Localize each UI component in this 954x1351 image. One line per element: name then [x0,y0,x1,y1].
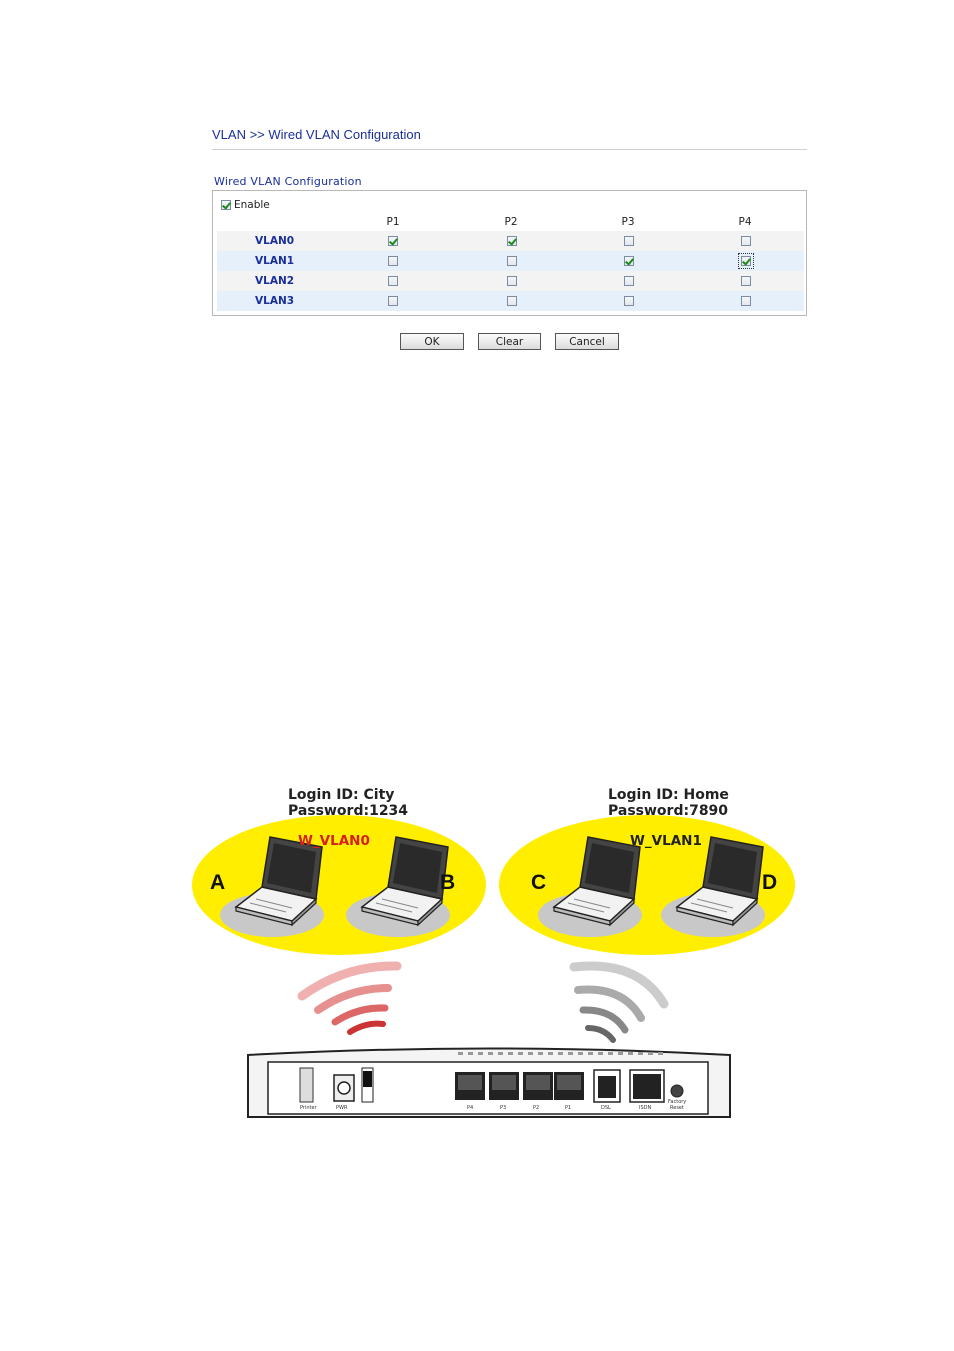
section-title: Wired VLAN Configuration [214,175,362,188]
checkbox-vlan2-p1[interactable] [388,276,398,286]
vlan-row-vlan3: VLAN3 [217,291,804,311]
checkbox-vlan1-p4[interactable] [738,253,754,269]
password-home: Password:7890 [608,803,729,819]
cancel-button[interactable]: Cancel [555,333,619,350]
vlan-row-label: VLAN2 [255,275,295,287]
login-id-city: Login ID: City [288,787,395,803]
checkbox-vlan0-p1[interactable] [388,236,398,246]
pwr-label: PWR [336,1105,348,1111]
client-d-label: D [762,871,778,894]
factory-reset-label-1: Factory [668,1099,686,1105]
vlan-row-label: VLAN1 [255,255,295,267]
vlan-row-vlan1: VLAN1 [217,251,804,271]
password-city: Password:1234 [288,803,409,819]
port-p4-label: P4 [467,1105,473,1111]
ok-button[interactable]: OK [400,333,464,350]
enable-checkbox[interactable] [221,200,231,210]
client-b-label: B [440,871,456,894]
breadcrumb: VLAN >> Wired VLAN Configuration [212,127,421,142]
vlan-config-panel: Enable P1 P2 P3 P4 VLAN0 VLAN1 VLAN2 VLA… [212,190,807,316]
client-a-label: A [210,871,226,894]
factory-reset-label-2: Reset [670,1105,684,1111]
checkbox-vlan2-p4[interactable] [741,276,751,286]
vlan-row-vlan2: VLAN2 [217,271,804,291]
port-p2-label: P2 [533,1105,539,1111]
wireless-waves-right-icon [569,961,669,1043]
isdn-label: ISDN [639,1105,651,1111]
port-p3-label: P3 [500,1105,506,1111]
checkbox-vlan2-p3[interactable] [624,276,634,286]
checkbox-vlan3-p1[interactable] [388,296,398,306]
router-rear-panel [247,1047,731,1118]
checkbox-vlan3-p4[interactable] [741,296,751,306]
enable-label: Enable [234,199,270,211]
checkbox-vlan1-p2[interactable] [507,256,517,266]
column-header-p3: P3 [621,216,635,228]
checkbox-vlan3-p3[interactable] [624,296,634,306]
login-id-home: Login ID: Home [608,787,729,803]
dsl-label: DSL [601,1105,611,1111]
port-p1-label: P1 [565,1105,571,1111]
vlan1-label: W_VLAN1 [630,833,702,849]
checkbox-vlan0-p2[interactable] [507,236,517,246]
column-header-p1: P1 [386,216,400,228]
printer-port-label: Printer [300,1105,318,1111]
vlan-row-vlan0: VLAN0 [217,231,804,251]
wireless-waves-left-icon [297,961,402,1035]
vlan-row-label: VLAN0 [255,235,295,247]
vlan-row-label: VLAN3 [255,295,295,307]
checkbox-vlan0-p3[interactable] [624,236,634,246]
column-header-p2: P2 [504,216,518,228]
column-header-p4: P4 [738,216,752,228]
checkbox-vlan0-p4[interactable] [741,236,751,246]
checkbox-vlan1-p1[interactable] [388,256,398,266]
checkbox-vlan3-p2[interactable] [507,296,517,306]
title-divider [212,149,807,150]
enable-row: Enable [221,198,270,212]
checkbox-vlan2-p2[interactable] [507,276,517,286]
vlan0-label: W_VLAN0 [298,833,370,849]
checkbox-vlan1-p3[interactable] [624,256,634,266]
clear-button[interactable]: Clear [478,333,541,350]
client-c-label: C [531,871,547,894]
